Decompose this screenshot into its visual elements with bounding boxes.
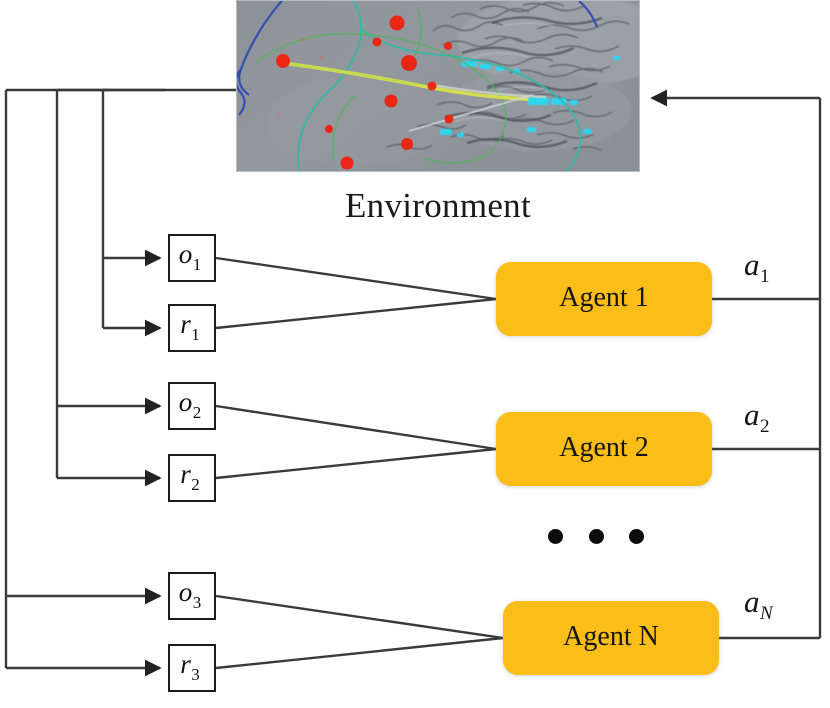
observation-symbol-3: o3 <box>178 577 202 612</box>
agent-label-1: Agent 1 <box>559 282 649 313</box>
agent-label-2: Agent 2 <box>559 432 649 463</box>
reward-symbol-1: r1 <box>180 309 200 344</box>
action-label-2: a2 <box>744 397 770 438</box>
svg-text:(a): (a) <box>299 37 306 43</box>
wire-r3-to-agentN <box>215 636 504 670</box>
wire-r2-to-agent2 <box>215 447 497 480</box>
reward-symbol-2: r2 <box>180 459 200 494</box>
terrain-map-graphic: (a) r* ar a <box>237 1 639 171</box>
wire-o1-to-agent1 <box>215 256 497 301</box>
ellipsis-dot <box>548 528 563 544</box>
reward-box-3: r3 <box>168 644 216 692</box>
agent-continuation-dots <box>548 524 644 548</box>
agent-box-n[interactable]: Agent N <box>503 601 719 675</box>
observation-box-2: o2 <box>168 382 216 430</box>
svg-text:r*: r* <box>277 113 282 119</box>
agent-box-2[interactable]: Agent 2 <box>496 412 712 486</box>
reward-box-2: r2 <box>168 454 216 502</box>
ellipsis-dot <box>629 528 644 544</box>
environment-label: Environment <box>344 186 532 225</box>
observation-box-1: o1 <box>168 234 216 282</box>
wire-o2-to-agent2 <box>215 404 497 451</box>
agent-box-1[interactable]: Agent 1 <box>496 262 712 336</box>
wire-o3-to-agentN <box>215 594 504 640</box>
reward-box-1: r1 <box>168 304 216 352</box>
svg-text:ar: ar <box>319 55 324 61</box>
action-label-1: a1 <box>744 247 770 288</box>
svg-text:a: a <box>457 130 461 136</box>
observation-symbol-2: o2 <box>178 387 202 422</box>
agent-label-n: Agent N <box>563 621 659 652</box>
action-label-n: aN <box>744 584 773 625</box>
wire-r1-to-agent1 <box>215 297 497 330</box>
reward-symbol-3: r3 <box>180 649 200 684</box>
observation-symbol-1: o1 <box>178 239 202 274</box>
observation-box-3: o3 <box>168 572 216 620</box>
ellipsis-dot <box>588 528 604 544</box>
environment-map-image: (a) r* ar a <box>236 0 640 172</box>
